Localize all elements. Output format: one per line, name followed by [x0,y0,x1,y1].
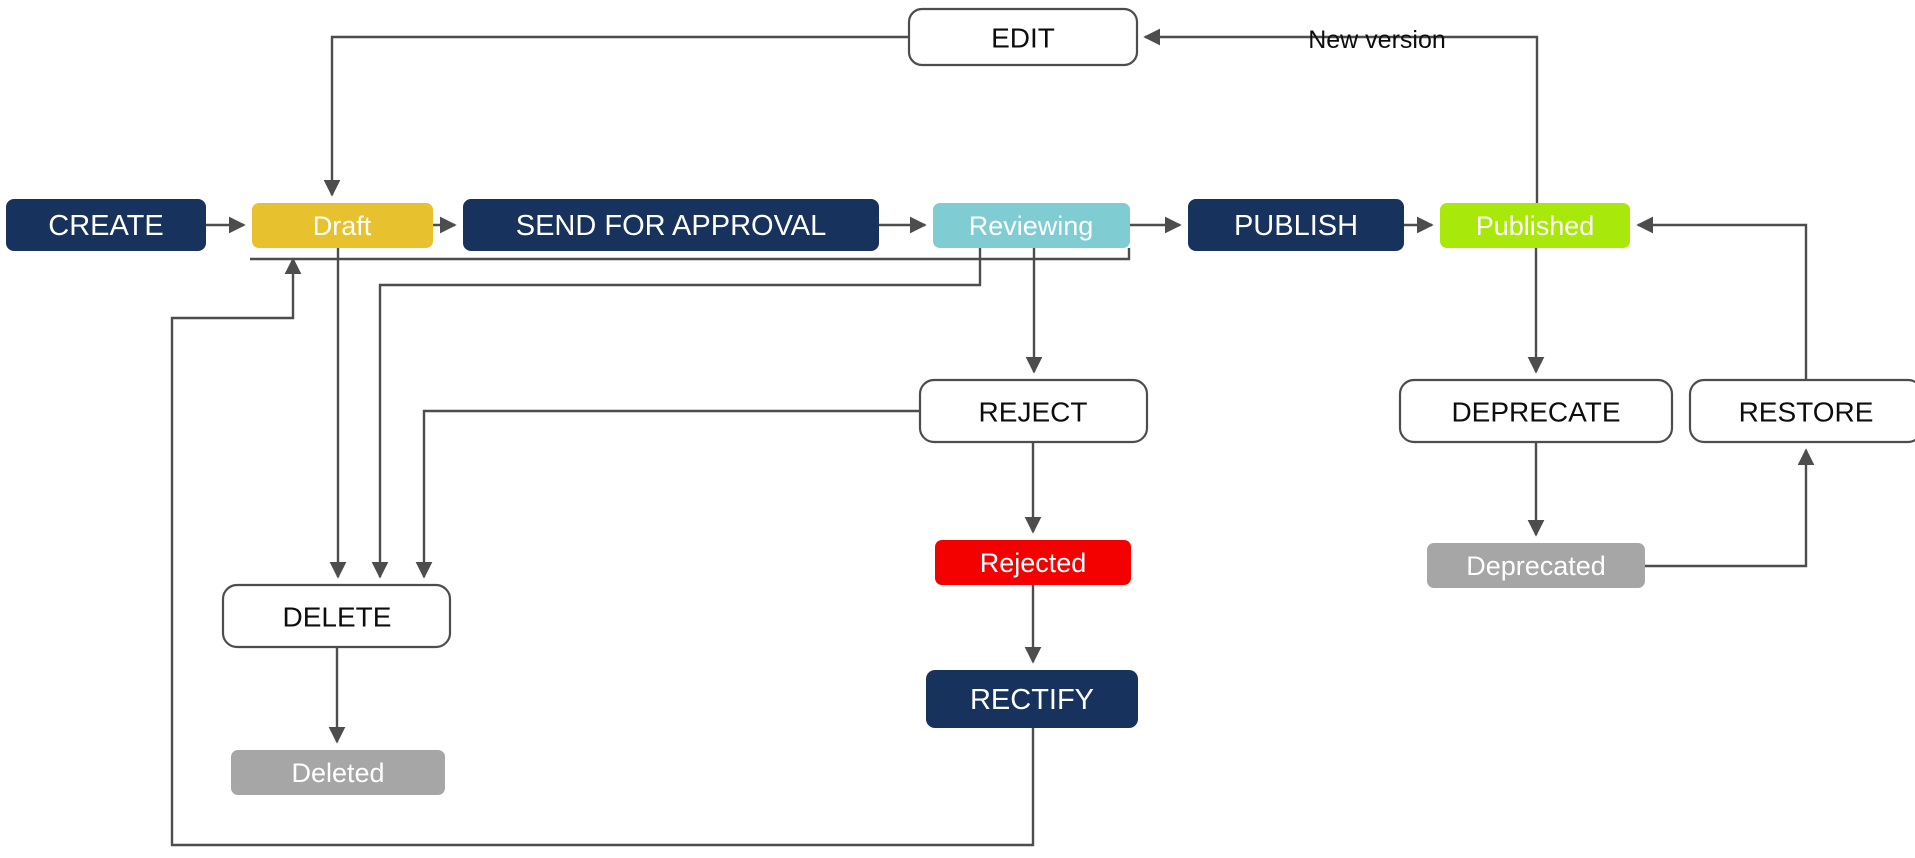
node-deleted-label: Deleted [291,758,384,788]
node-layer: CREATE Draft SEND FOR APPROVAL Reviewing… [6,7,1915,795]
edge-label-layer: New version [1308,26,1446,54]
node-restore[interactable]: RESTORE [1688,378,1915,444]
node-delete-label: DELETE [283,602,392,633]
edge-deprecated-to-restore [1645,448,1815,568]
node-deprecate-label: DEPRECATE [1451,397,1620,428]
node-published[interactable]: Published [1440,203,1630,248]
connector-layer [170,28,1815,847]
node-rectify-label: RECTIFY [970,684,1094,716]
edge-reject-to-delete [415,409,920,579]
edge-reviewing-to-draft [250,248,1131,261]
node-edit-label: EDIT [991,23,1055,54]
node-reviewing-label: Reviewing [969,211,1094,241]
node-publish[interactable]: PUBLISH [1188,199,1404,251]
node-reject[interactable]: REJECT [918,378,1149,444]
node-send-for-approval-label: SEND FOR APPROVAL [516,210,827,242]
node-send-for-approval[interactable]: SEND FOR APPROVAL [463,199,879,251]
node-rejected-label: Rejected [980,548,1087,578]
node-restore-label: RESTORE [1739,397,1874,428]
edge-edit-to-draft [323,35,909,197]
node-delete[interactable]: DELETE [221,583,452,649]
node-published-label: Published [1476,211,1595,241]
node-rejected[interactable]: Rejected [935,540,1131,585]
edge-label-new-version: New version [1308,26,1446,54]
node-edit[interactable]: EDIT [907,7,1139,67]
node-deprecate[interactable]: DEPRECATE [1398,378,1674,444]
node-deprecated[interactable]: Deprecated [1427,543,1645,588]
node-create[interactable]: CREATE [6,199,206,251]
edge-reviewing-to-delete [371,248,982,579]
node-deleted[interactable]: Deleted [231,750,445,795]
edge-restore-to-published [1636,216,1808,380]
node-publish-label: PUBLISH [1234,210,1358,242]
node-reject-label: REJECT [979,397,1088,428]
node-rectify[interactable]: RECTIFY [926,670,1138,728]
node-draft-label: Draft [313,211,372,241]
node-draft[interactable]: Draft [252,203,433,248]
edge-rectify-to-draft [170,257,1035,847]
node-create-label: CREATE [48,210,163,242]
edge-newversion-to-edit [1143,28,1539,203]
node-reviewing[interactable]: Reviewing [933,203,1130,248]
node-deprecated-label: Deprecated [1466,551,1606,581]
